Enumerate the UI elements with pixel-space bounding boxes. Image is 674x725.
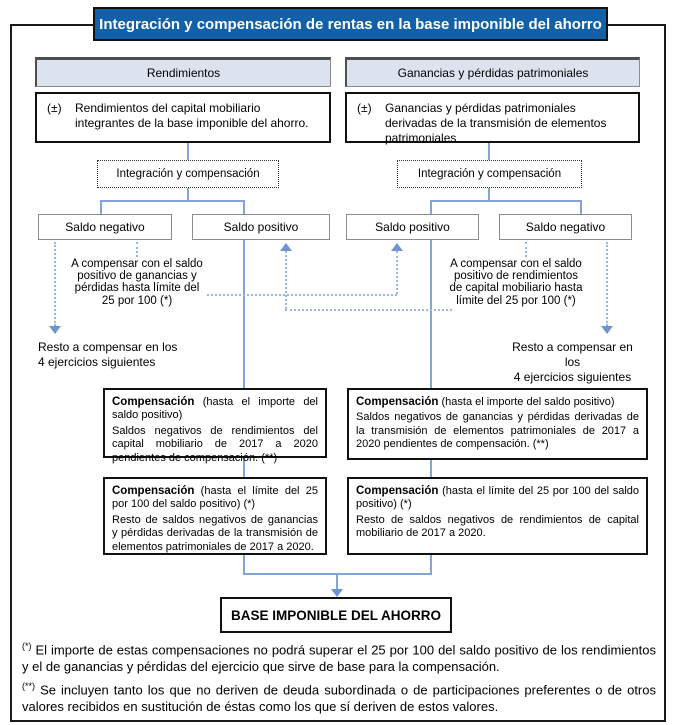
footnote-2-marker: (**)	[22, 681, 35, 692]
dotted-connector	[285, 309, 452, 311]
compensation-title: Compensación	[356, 396, 439, 408]
arrow-down-icon	[601, 326, 613, 334]
left-source-box: (±) Rendimientos del capital mobiliario …	[35, 92, 331, 143]
compensation-body: Resto de saldos negativos de rendimiento…	[356, 513, 639, 540]
connector	[187, 188, 189, 200]
connector	[430, 200, 582, 202]
right-compensation-box-2: Compensación (hasta el límite del 25 por…	[347, 477, 648, 555]
right-column-header-label: Ganancias y pérdidas patrimoniales	[397, 66, 589, 80]
connector	[488, 143, 490, 160]
plus-minus-symbol: (±)	[47, 101, 62, 115]
connector	[100, 200, 102, 214]
connector	[336, 573, 338, 589]
connector	[488, 188, 490, 200]
dotted-connector	[285, 251, 287, 309]
connector	[243, 200, 245, 214]
compensation-title: Compensación	[112, 396, 195, 408]
footnote-1: (*) El importe de estas compensaciones n…	[22, 641, 656, 675]
left-saldo-positivo-box: Saldo positivo	[192, 214, 330, 240]
right-integration-box: Integración y compensación	[397, 160, 582, 188]
diagram-title: Integración y compensación de rentas en …	[99, 15, 602, 33]
left-saldo-positivo-label: Saldo positivo	[223, 220, 299, 234]
right-saldo-negativo-label: Saldo negativo	[525, 220, 606, 234]
right-source-text: Ganancias y pérdidas patrimoniales deriv…	[385, 101, 607, 145]
left-compensation-box-2: Compensación (hasta el límite del 25 por…	[103, 477, 327, 555]
dotted-connector	[525, 242, 527, 257]
footnotes: (*) El importe de estas compensaciones n…	[22, 641, 656, 721]
compensation-title: Compensación	[356, 485, 439, 497]
right-column-header: Ganancias y pérdidas patrimoniales	[345, 57, 640, 87]
connector	[187, 143, 189, 160]
arrow-down-icon	[49, 326, 61, 334]
arrow-down-icon	[331, 589, 343, 597]
right-saldo-negativo-box: Saldo negativo	[499, 214, 632, 240]
connector	[430, 200, 432, 214]
left-resto-note: Resto a compensar en los 4 ejercicios si…	[38, 340, 178, 369]
diagram-title-bar: Integración y compensación de rentas en …	[93, 7, 608, 41]
left-column-header: Rendimientos	[35, 57, 331, 87]
dotted-connector	[207, 294, 397, 296]
left-compensar-note: A compensar con el saldo positivo de gan…	[71, 258, 203, 307]
compensation-body: Saldos negativos de rendimientos del cap…	[112, 424, 318, 464]
left-compensation-box-1: Compensación (hasta el importe del saldo…	[103, 388, 327, 464]
dotted-connector	[606, 242, 608, 326]
right-source-box: (±) Ganancias y pérdidas patrimoniales d…	[345, 92, 640, 145]
left-integration-box: Integración y compensación	[97, 160, 279, 188]
result-label: BASE IMPONIBLE DEL AHORRO	[230, 607, 441, 623]
left-column-header-label: Rendimientos	[146, 66, 221, 80]
dotted-connector	[136, 242, 138, 257]
left-integration-label: Integración y compensación	[116, 168, 260, 180]
left-source-text: Rendimientos del capital mobiliario inte…	[75, 101, 309, 130]
right-saldo-positivo-box: Saldo positivo	[346, 214, 479, 240]
dotted-connector	[396, 251, 398, 294]
arrow-up-icon	[280, 243, 292, 251]
right-saldo-positivo-label: Saldo positivo	[375, 220, 450, 234]
footnote-2: (**) Se incluyen tanto los que no derive…	[22, 681, 656, 715]
compensation-title: Compensación	[112, 485, 195, 497]
right-compensation-box-1: Compensación (hasta el importe del saldo…	[347, 388, 648, 460]
right-resto-note: Resto a compensar en los 4 ejercicios si…	[512, 340, 633, 384]
left-saldo-negativo-box: Saldo negativo	[38, 214, 172, 240]
connector	[580, 200, 582, 214]
result-box: BASE IMPONIBLE DEL AHORRO	[220, 597, 452, 633]
left-saldo-negativo-label: Saldo negativo	[65, 220, 145, 234]
compensation-body: Resto de saldos negativos de ganancias y…	[112, 513, 318, 553]
connector	[100, 200, 245, 202]
compensation-body: Saldos negativos de ganancias y pérdidas…	[356, 411, 639, 451]
right-compensar-note: A compensar con el saldo positivo de ren…	[449, 258, 583, 307]
dotted-connector	[54, 242, 56, 326]
plus-minus-symbol: (±)	[357, 101, 372, 115]
right-integration-label: Integración y compensación	[417, 168, 562, 180]
arrow-up-icon	[391, 243, 403, 251]
footnote-1-marker: (*)	[22, 641, 32, 651]
